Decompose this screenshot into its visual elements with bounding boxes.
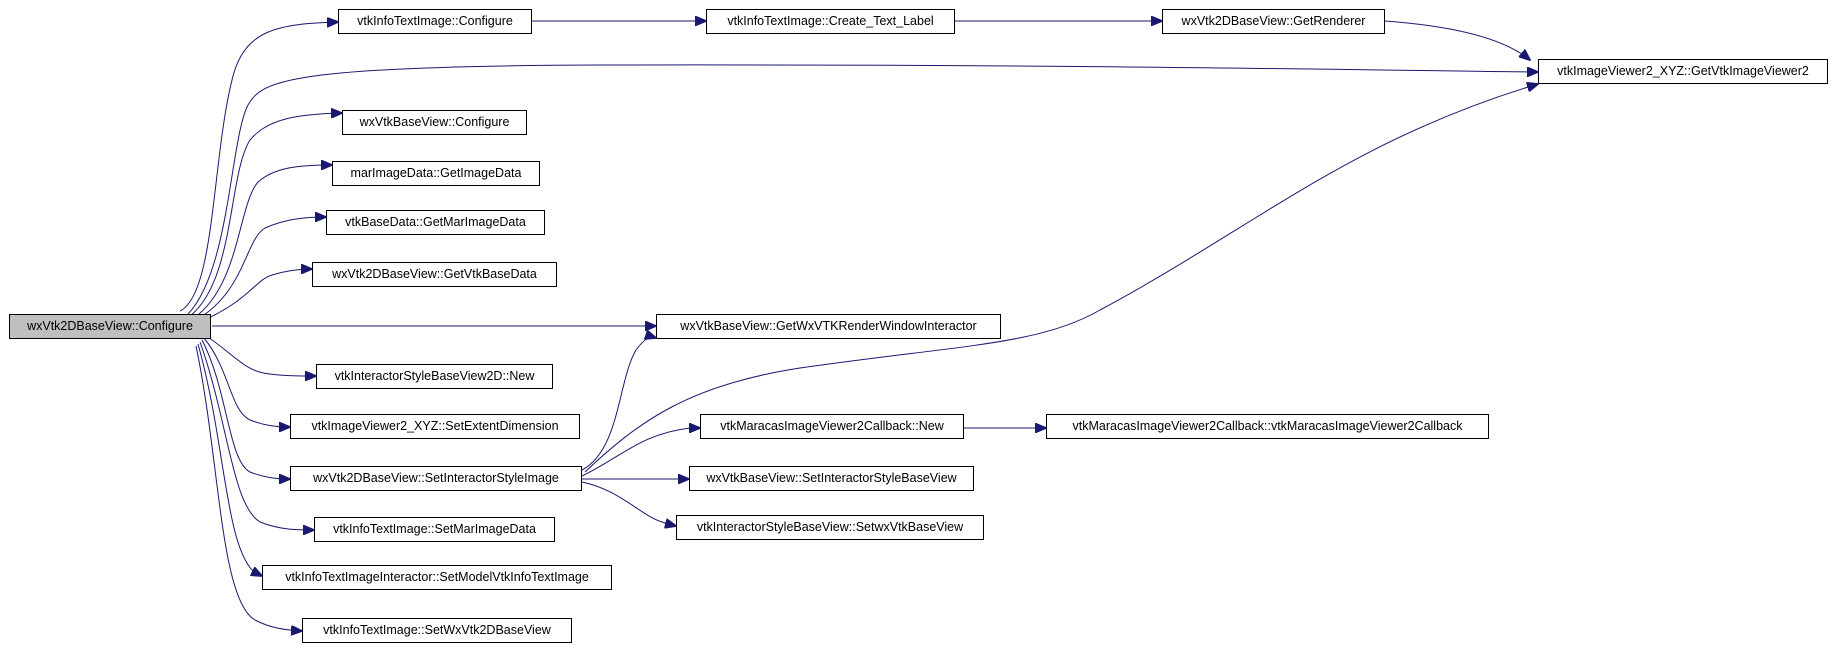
edge-set-isi-to-get-vtkimageviewer2 <box>584 84 1538 473</box>
node-vtkimageviewer2-xyz-getvtkimageviewer2[interactable]: vtkImageViewer2_XYZ::GetVtkImageViewer2 <box>1538 59 1828 84</box>
edge-root-to-isbv2d-new <box>204 334 316 376</box>
node-vtkinfotextimage-setmarimagedata[interactable]: vtkInfoTextImage::SetMarImageData <box>314 517 555 542</box>
node-vtkinteractorstylebaseview2d-new[interactable]: vtkInteractorStyleBaseView2D::New <box>316 364 553 389</box>
node-vtkinteractorstylebaseview-setwxvtkbaseview[interactable]: vtkInteractorStyleBaseView::SetwxVtkBase… <box>676 515 984 540</box>
node-vtkimageviewer2-xyz-setextentdimension[interactable]: vtkImageViewer2_XYZ::SetExtentDimension <box>290 414 580 439</box>
node-wxvtk2dbaseview-getrenderer[interactable]: wxVtk2DBaseView::GetRenderer <box>1162 9 1385 34</box>
node-vtkbasedata-getmarimagedata[interactable]: vtkBaseData::GetMarImageData <box>326 210 545 235</box>
edge-set-isi-to-mivcb-new <box>581 428 700 477</box>
edge-get-renderer-to-get-vtkimageviewer2 <box>1384 20 1530 60</box>
edge-root-to-set-marimagedata <box>199 341 314 530</box>
edge-root-to-get-vtkimageviewer2 <box>187 64 1538 315</box>
node-vtkmaracasimageviewer2callback-ctor[interactable]: vtkMaracasImageViewer2Callback::vtkMarac… <box>1046 414 1489 439</box>
edge-root-to-get-vtkbasedata <box>199 269 312 323</box>
edge-root-to-set-model <box>197 343 262 576</box>
node-wxvtkbaseview-getwxvtkrenderwindowinteractor[interactable]: wxVtkBaseView::GetWxVTKRenderWindowInter… <box>656 314 1001 339</box>
edge-root-to-set-extent <box>203 337 290 427</box>
edge-root-to-get-imagedata <box>193 165 332 319</box>
node-vtkinfotextimageinteractor-setmodelvtkinfotextimage[interactable]: vtkInfoTextImageInteractor::SetModelVtkI… <box>262 565 612 590</box>
node-vtkinfotextimage-configure[interactable]: vtkInfoTextImage::Configure <box>338 9 532 34</box>
edge-root-to-set-isi <box>201 339 290 479</box>
node-wxvtk2dbaseview-configure[interactable]: wxVtk2DBaseView::Configure <box>9 314 211 339</box>
edge-set-isi-to-get-rwi <box>581 337 656 471</box>
node-vtkinfotextimage-create-text-label[interactable]: vtkInfoTextImage::Create_Text_Label <box>706 9 955 34</box>
edge-set-isi-to-set-wxvtkbaseview <box>581 481 676 526</box>
edge-root-to-get-marimagedata <box>195 217 326 321</box>
node-vtkinfotextimage-setwxvtk2dbaseview[interactable]: vtkInfoTextImage::SetWxVtk2DBaseView <box>302 618 572 643</box>
node-marimagedata-getimagedata[interactable]: marImageData::GetImageData <box>332 161 540 186</box>
node-wxvtk2dbaseview-getvtkbasedata[interactable]: wxVtk2DBaseView::GetVtkBaseData <box>312 262 557 287</box>
edge-root-to-wxbase-configure <box>189 113 342 317</box>
node-wxvtkbaseview-configure[interactable]: wxVtkBaseView::Configure <box>342 110 527 135</box>
node-vtkmaracasimageviewer2callback-new[interactable]: vtkMaracasImageViewer2Callback::New <box>700 414 964 439</box>
edge-root-to-iti-configure <box>179 22 338 312</box>
node-wxvtkbaseview-setinteractorstylebaseview[interactable]: wxVtkBaseView::SetInteractorStyleBaseVie… <box>689 466 974 491</box>
node-wxvtk2dbaseview-setinteractorstyleimage[interactable]: wxVtk2DBaseView::SetInteractorStyleImage <box>290 466 582 491</box>
edge-root-to-set-wxvtk2dbaseview <box>195 345 302 631</box>
